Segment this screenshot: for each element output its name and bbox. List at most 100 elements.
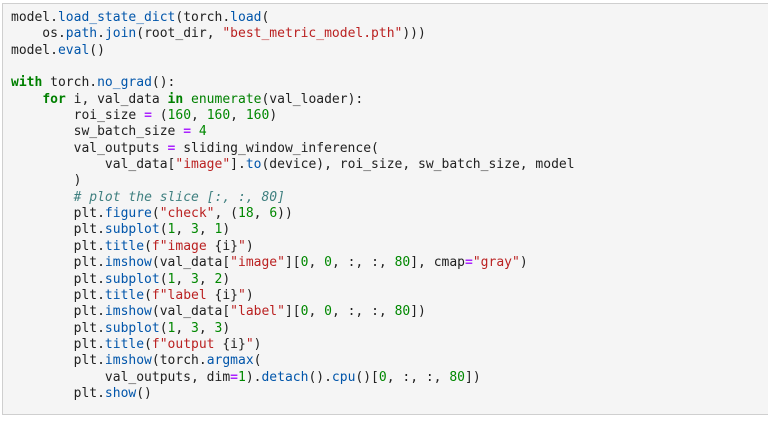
code-token: ) (245, 287, 254, 303)
code-line: plt.subplot(1, 3, 2) (11, 272, 764, 288)
code-token (11, 190, 74, 205)
code-token: 0 (378, 369, 387, 385)
code-token: ))) (402, 26, 426, 42)
code-token: figure (104, 206, 152, 222)
code-line: val_outputs, dim=1).detach().cpu()[0, :,… (11, 370, 764, 386)
code-token: sliding_window_inference( (175, 140, 379, 156)
code-token: 80 (394, 304, 411, 320)
code-token: = (230, 369, 238, 385)
code-token: title (104, 238, 145, 254)
code-token: 3 (191, 222, 199, 238)
code-line: plt.title(f"image {i}") (11, 239, 764, 255)
code-token: "check" (159, 206, 215, 222)
code-token: 3 (191, 320, 199, 336)
code-token: with (11, 75, 43, 91)
code-token: detach (261, 369, 309, 385)
code-token: . (97, 26, 105, 42)
code-token: ( (159, 320, 168, 336)
code-token (11, 92, 42, 107)
code-token: (val_loader): (261, 91, 364, 107)
code-token: enumerate (191, 91, 262, 107)
code-token: " (245, 336, 254, 352)
code-token: = (144, 108, 152, 124)
code-token: ][ (284, 304, 301, 320)
code-token: (val_data[ (151, 255, 231, 271)
code-token: val_outputs, dim (11, 369, 231, 385)
code-token: plt. (11, 255, 105, 271)
code-token: , :, :, (386, 369, 450, 385)
code-token: (torch. (175, 10, 231, 25)
code-token: ( (253, 353, 262, 369)
code-token: ( (144, 336, 152, 352)
code-token: , (175, 271, 192, 287)
code-token: , (308, 255, 325, 271)
code-token: 3 (191, 271, 199, 287)
code-line: plt.show() (11, 386, 764, 402)
code-token: () (136, 385, 152, 401)
code-line: for i, val_data in enumerate(val_loader)… (11, 92, 764, 108)
code-token: plt. (11, 304, 105, 320)
code-token (183, 92, 191, 107)
code-token: "label" (230, 304, 285, 320)
code-token: )) (277, 206, 293, 222)
code-token: imshow (104, 304, 152, 320)
code-token: plt. (11, 353, 105, 369)
code-line: with torch.no_grad(): (11, 75, 764, 91)
code-token: subplot (104, 222, 160, 238)
code-line: os.path.join(root_dir, "best_metric_mode… (11, 26, 764, 42)
code-line: plt.imshow(val_data["label"][0, 0, :, :,… (11, 304, 764, 320)
code-token: " (238, 287, 246, 303)
code-token: f"label (151, 287, 215, 303)
code-token: 1 (214, 222, 223, 238)
code-token: val_outputs (11, 140, 168, 156)
code-token: imshow (104, 353, 152, 369)
code-token: ( (159, 222, 168, 238)
code-line: model.load_state_dict(torch.load( (11, 10, 764, 26)
code-token: , (175, 222, 192, 238)
code-line: plt.subplot(1, 3, 3) (11, 321, 764, 337)
code-token: ( (159, 271, 168, 287)
code-line: plt.imshow(val_data["image"][0, 0, :, :,… (11, 255, 764, 271)
code-token: plt. (11, 336, 105, 352)
code-token: 2 (214, 271, 223, 287)
code-token: 0 (324, 304, 332, 320)
code-token: ) (222, 320, 231, 336)
code-token: subplot (104, 320, 160, 336)
code-token: title (104, 336, 145, 352)
code-token: , (198, 271, 215, 287)
code-editor[interactable]: model.load_state_dict(torch.load ( os.pat… (3, 4, 768, 410)
code-token: {i} (222, 336, 246, 352)
code-token: ], cmap (410, 255, 466, 271)
code-token: 160 (167, 108, 192, 124)
code-token: ) (222, 222, 231, 238)
code-token: , :, :, (331, 304, 395, 320)
code-token: 160 (245, 108, 270, 124)
code-token: ()[ (355, 369, 379, 385)
code-token: 1 (167, 271, 176, 287)
code-line: plt.title(f"output {i}") (11, 337, 764, 353)
code-line: plt.subplot(1, 3, 1) (11, 222, 764, 238)
code-line: ) (11, 173, 764, 189)
code-token: no_grad (97, 75, 152, 91)
code-token: imshow (104, 255, 152, 271)
code-line: plt.figure("check", (18, 6)) (11, 206, 764, 222)
code-token: "best_metric_model.pth" (222, 26, 403, 42)
code-token: ) (11, 173, 82, 189)
code-token: load (230, 10, 262, 25)
code-token: "gray" (472, 255, 520, 271)
code-token: cpu (331, 369, 356, 385)
code-token: , (198, 222, 215, 238)
code-token: argmax (206, 353, 254, 369)
code-token: path (65, 26, 98, 42)
code-line (11, 59, 764, 75)
code-token: eval (57, 42, 90, 58)
code-cell[interactable]: model.load_state_dict(torch.load ( os.pat… (2, 3, 768, 415)
code-token: model. (11, 10, 58, 25)
code-token: (device), roi_size, sw_batch_size, model (261, 157, 575, 173)
code-token: , (175, 320, 192, 336)
code-token: to (245, 157, 262, 173)
code-token: f"output (151, 336, 223, 352)
code-token: ) (253, 336, 262, 352)
code-token: , :, :, (331, 255, 395, 271)
code-token: load_state_dict (57, 10, 176, 25)
